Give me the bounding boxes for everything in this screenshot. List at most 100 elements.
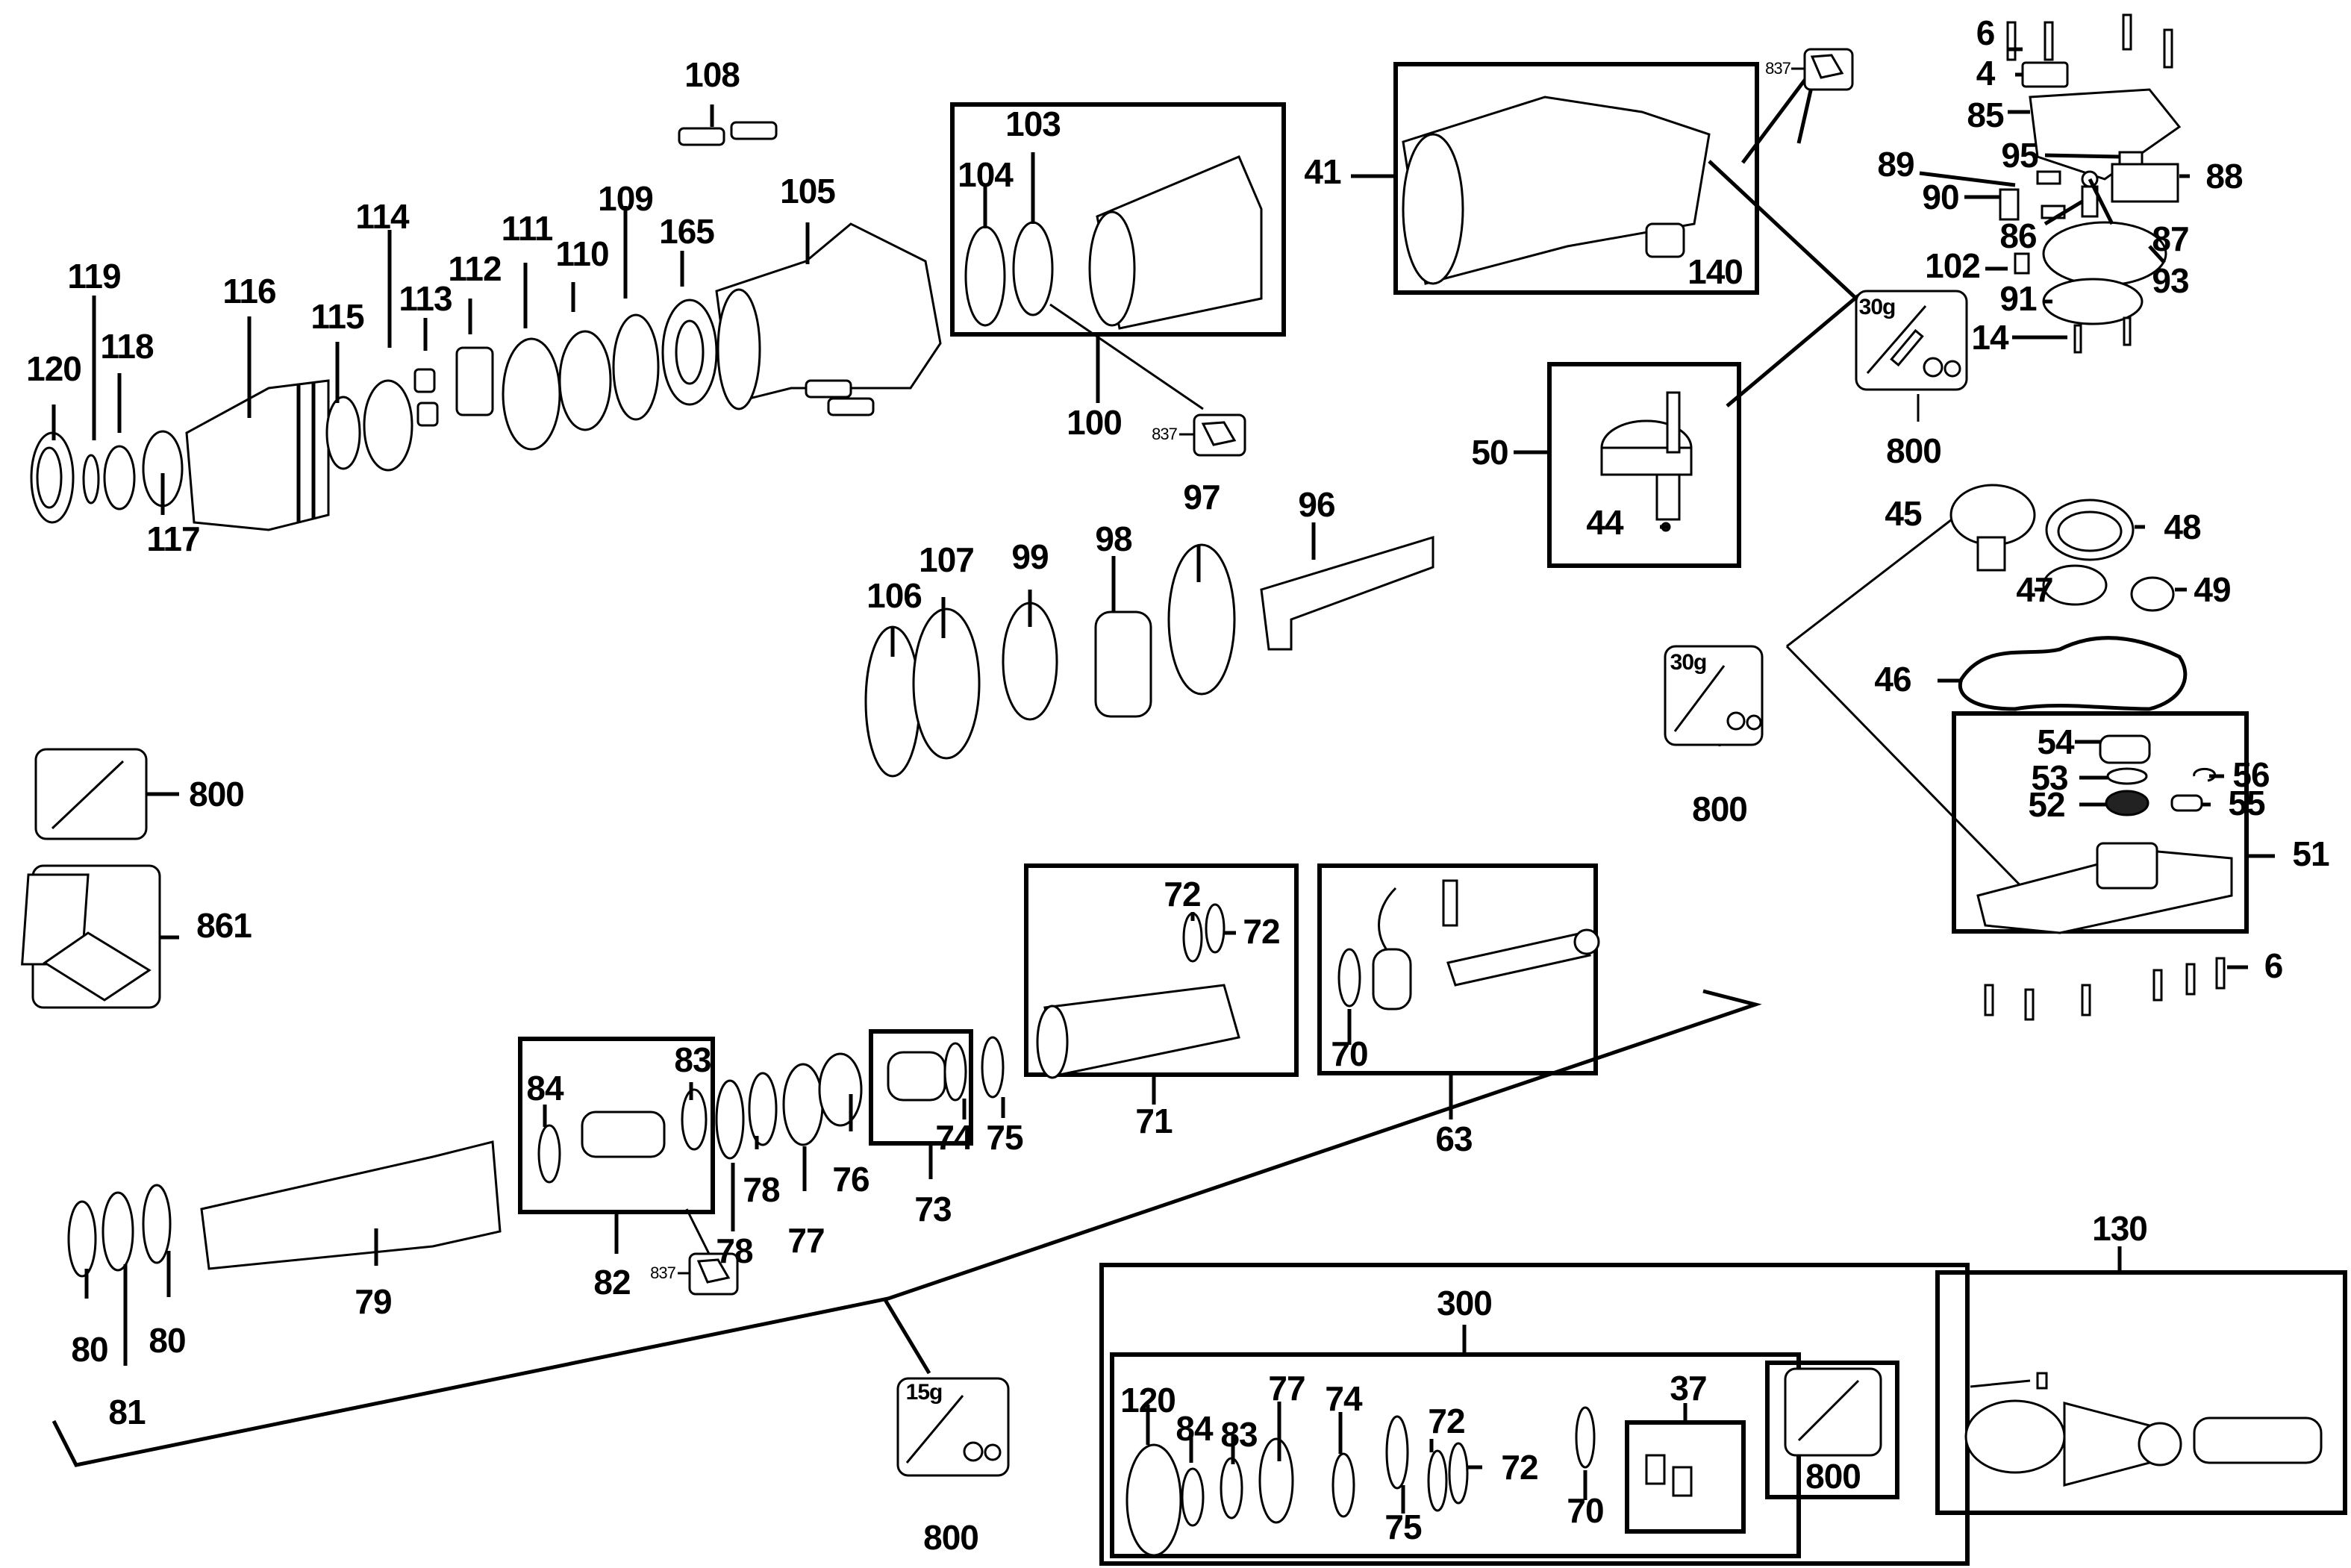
grease-label-30g-top[interactable]: 30g: [1858, 295, 1896, 319]
part-label-300[interactable]: 300: [1437, 1284, 1493, 1322]
part-label-41[interactable]: 41: [1304, 152, 1341, 191]
kit300-label-77[interactable]: 77: [1268, 1369, 1305, 1408]
part-label-96[interactable]: 96: [1298, 485, 1335, 524]
part-label-88[interactable]: 88: [2205, 157, 2243, 196]
part-label-52[interactable]: 52: [2028, 785, 2065, 824]
part-label-109[interactable]: 109: [598, 179, 654, 218]
kit300-label-70[interactable]: 70: [1567, 1491, 1604, 1530]
part-label-93[interactable]: 93: [2152, 261, 2189, 300]
part-label-118[interactable]: 118: [100, 327, 154, 366]
part-label-99[interactable]: 99: [1011, 537, 1049, 576]
part-label-71[interactable]: 71: [1135, 1102, 1173, 1140]
manual-label-837-c[interactable]: 837: [650, 1264, 676, 1282]
part-label-78-b[interactable]: 78: [743, 1170, 780, 1209]
switch-parts: [1999, 13, 2182, 354]
part-label-72-a[interactable]: 72: [1164, 875, 1201, 913]
part-label-48[interactable]: 48: [2164, 507, 2201, 546]
part-label-46[interactable]: 46: [1874, 660, 1911, 699]
part-label-800-top[interactable]: 800: [1886, 431, 1942, 470]
part-label-98[interactable]: 98: [1095, 519, 1132, 558]
part-label-110[interactable]: 110: [555, 234, 609, 273]
part-label-75[interactable]: 75: [986, 1118, 1023, 1157]
part-label-80-a[interactable]: 80: [71, 1330, 108, 1369]
part-label-102[interactable]: 102: [1925, 246, 1981, 285]
part-label-861[interactable]: 861: [196, 906, 252, 945]
part-label-800-bottom[interactable]: 800: [923, 1518, 979, 1557]
kit300-label-75[interactable]: 75: [1384, 1508, 1422, 1546]
part-label-84[interactable]: 84: [526, 1069, 563, 1108]
manual-label-837-a[interactable]: 837: [1152, 425, 1178, 443]
part-label-107[interactable]: 107: [919, 540, 975, 579]
kit300-label-83[interactable]: 83: [1220, 1415, 1258, 1454]
part-label-6-bottom[interactable]: 6: [2264, 946, 2284, 985]
part-label-113[interactable]: 113: [399, 279, 452, 318]
kit300-label-74[interactable]: 74: [1325, 1379, 1362, 1418]
kit-box-50: [1547, 362, 1741, 568]
part-label-140[interactable]: 140: [1687, 252, 1743, 291]
part-label-130[interactable]: 130: [2092, 1209, 2148, 1248]
part-label-77[interactable]: 77: [787, 1221, 825, 1260]
part-label-97[interactable]: 97: [1183, 478, 1220, 516]
part-label-74[interactable]: 74: [935, 1118, 972, 1157]
part-label-115[interactable]: 115: [310, 297, 364, 336]
part-label-800-mid[interactable]: 800: [1692, 790, 1748, 828]
part-label-79[interactable]: 79: [355, 1282, 392, 1321]
part-label-54[interactable]: 54: [2037, 722, 2074, 761]
part-label-63[interactable]: 63: [1435, 1119, 1473, 1158]
part-label-47[interactable]: 47: [2016, 570, 2053, 609]
part-label-87[interactable]: 87: [2152, 219, 2189, 258]
part-label-80-b[interactable]: 80: [149, 1321, 186, 1360]
part-label-78-a[interactable]: 78: [716, 1231, 753, 1270]
kit300-label-72-b[interactable]: 72: [1501, 1448, 1538, 1487]
kit300-label-37[interactable]: 37: [1670, 1369, 1707, 1408]
part-label-106[interactable]: 106: [867, 576, 922, 615]
part-label-105[interactable]: 105: [780, 172, 836, 210]
part-label-95[interactable]: 95: [2001, 136, 2038, 175]
part-label-120[interactable]: 120: [26, 349, 82, 388]
kit300-label-84[interactable]: 84: [1176, 1409, 1213, 1448]
part-label-14[interactable]: 14: [1971, 318, 2008, 357]
part-label-114[interactable]: 114: [355, 197, 409, 236]
part-label-112[interactable]: 112: [448, 249, 502, 288]
part-label-73[interactable]: 73: [914, 1190, 952, 1228]
part-label-104[interactable]: 104: [958, 155, 1014, 194]
part-label-100[interactable]: 100: [1067, 403, 1123, 442]
part-label-4[interactable]: 4: [1976, 54, 1996, 93]
part-label-89[interactable]: 89: [1877, 145, 1914, 184]
part-label-117[interactable]: 117: [146, 519, 200, 558]
manual-label-837-b[interactable]: 837: [1765, 59, 1791, 78]
kit300-label-800[interactable]: 800: [1805, 1457, 1861, 1496]
kit300-label-120[interactable]: 120: [1120, 1381, 1176, 1419]
part-label-76[interactable]: 76: [832, 1160, 869, 1199]
part-label-165[interactable]: 165: [659, 212, 715, 251]
kit300-label-72-a[interactable]: 72: [1428, 1402, 1465, 1440]
part-label-56[interactable]: 56: [2232, 755, 2270, 794]
part-label-82[interactable]: 82: [593, 1263, 631, 1302]
part-label-119[interactable]: 119: [67, 257, 121, 296]
part-label-90[interactable]: 90: [1922, 178, 1959, 216]
part-label-81[interactable]: 81: [108, 1393, 146, 1431]
grease-label-30g-mid[interactable]: 30g: [1670, 650, 1708, 675]
part-label-800-left[interactable]: 800: [189, 775, 245, 813]
part-label-6-top[interactable]: 6: [1976, 13, 1996, 52]
part-label-55[interactable]: 55: [2228, 784, 2265, 822]
part-label-111[interactable]: 111: [501, 209, 554, 248]
part-label-50[interactable]: 50: [1471, 433, 1508, 472]
part-label-85[interactable]: 85: [1967, 96, 2004, 134]
part-label-51[interactable]: 51: [2292, 834, 2329, 873]
part-label-70[interactable]: 70: [1331, 1034, 1368, 1073]
part-label-72-b[interactable]: 72: [1243, 912, 1280, 951]
part-label-103[interactable]: 103: [1005, 104, 1061, 143]
part-label-44[interactable]: 44: [1586, 503, 1623, 542]
part-label-83[interactable]: 83: [674, 1040, 711, 1079]
part-label-91[interactable]: 91: [1999, 279, 2037, 318]
part-label-108[interactable]: 108: [684, 55, 740, 94]
part-label-45[interactable]: 45: [1885, 494, 1922, 533]
grease-label-15g[interactable]: 15g: [905, 1380, 943, 1405]
kit-box-800-in-300: [1765, 1361, 1899, 1499]
part-label-49[interactable]: 49: [2194, 570, 2231, 609]
part-label-53[interactable]: 53: [2031, 758, 2068, 797]
part-label-86[interactable]: 86: [1999, 216, 2037, 255]
part-label-116[interactable]: 116: [222, 272, 276, 310]
